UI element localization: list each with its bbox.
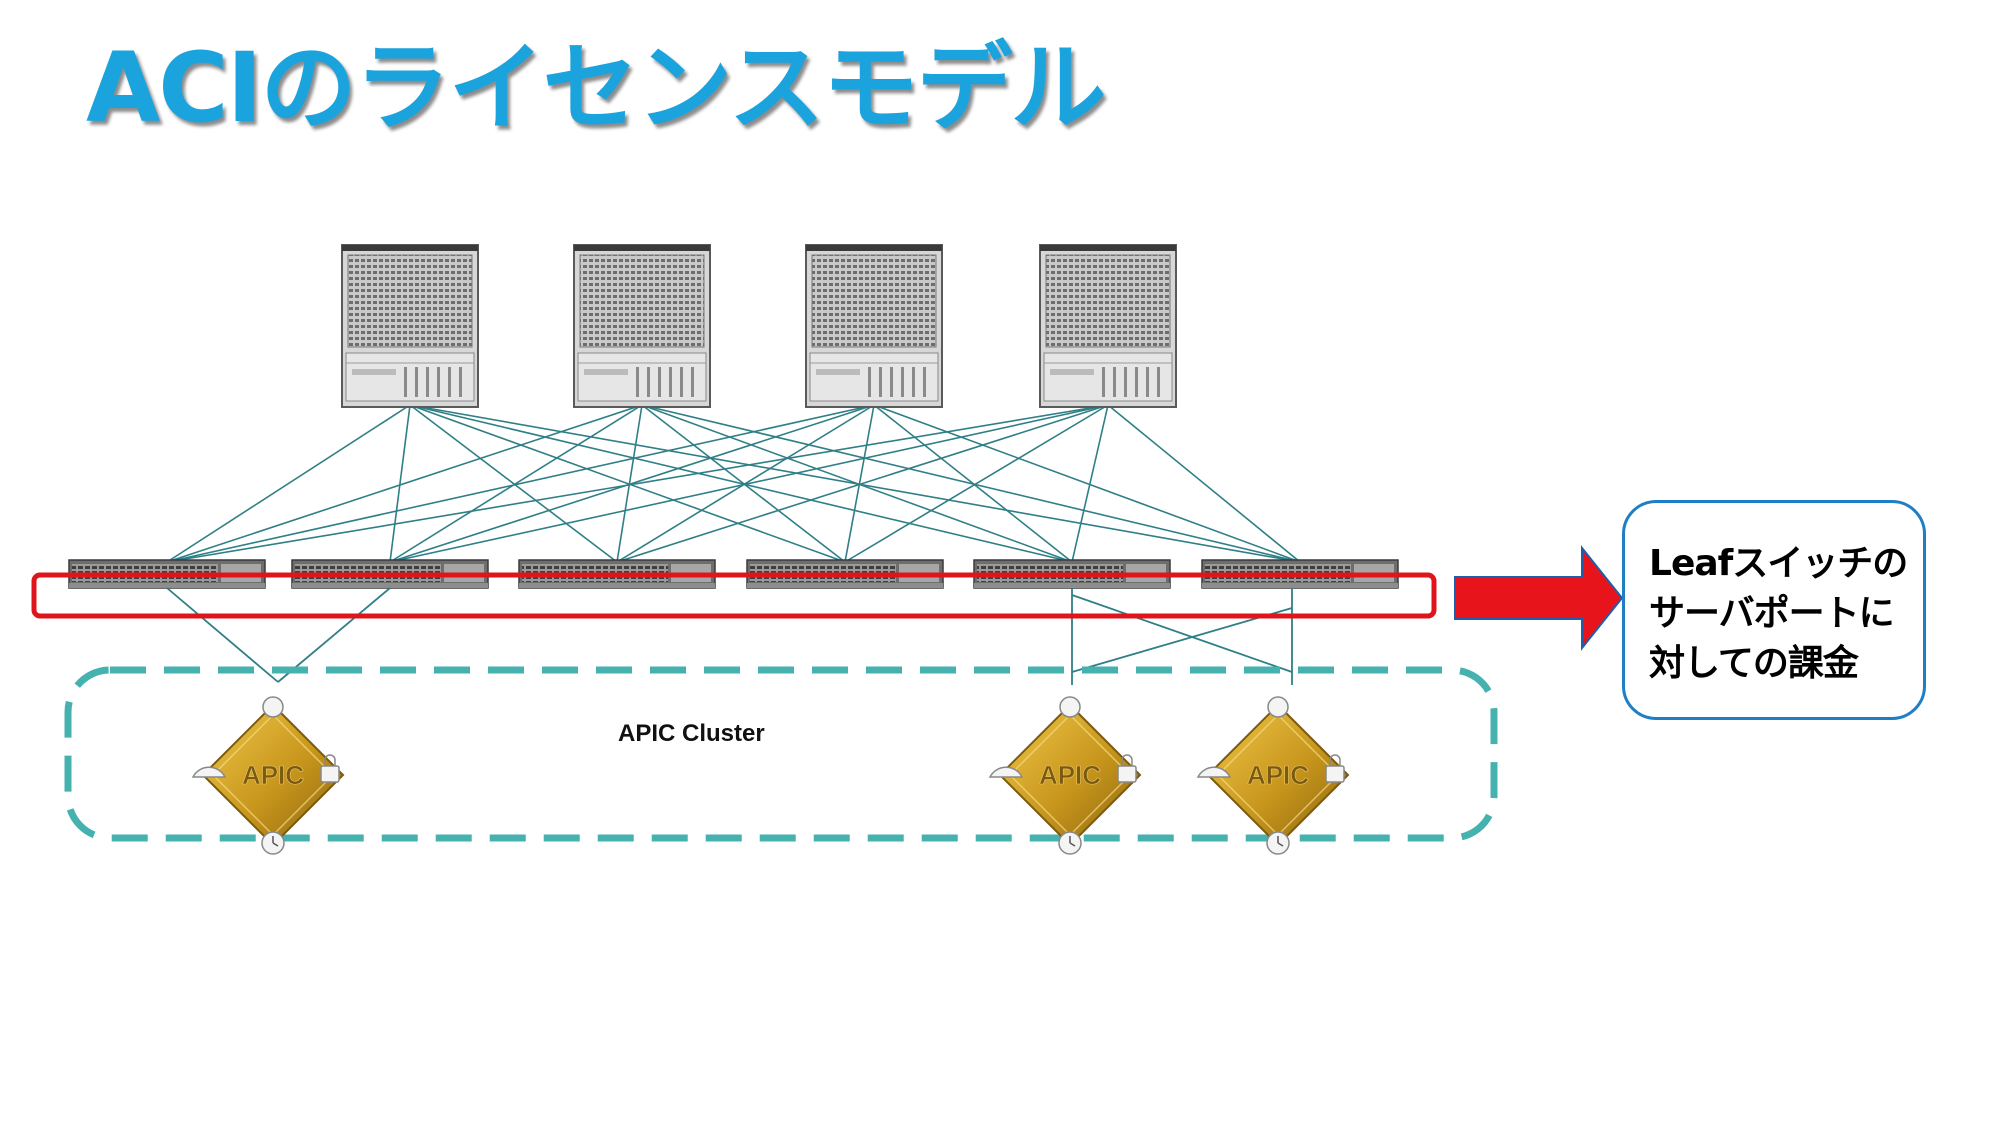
fabric-link: [641, 404, 1301, 563]
leaf-highlight-box: [31, 572, 1437, 619]
spine-switch-icon: [573, 244, 711, 408]
apic-label: APIC: [1247, 760, 1309, 790]
apic-label: APIC: [242, 760, 304, 790]
fabric-link: [873, 404, 1073, 563]
fabric-link: [616, 404, 1109, 563]
apic-controller-icon: APIC: [988, 696, 1142, 855]
fabric-link: [389, 404, 411, 563]
apic-controllers: APIC APIC APIC: [191, 696, 1350, 855]
fabric-link: [166, 404, 875, 563]
fabric-link: [1071, 404, 1109, 563]
fabric-link: [389, 404, 1109, 563]
fabric-link: [166, 404, 411, 563]
spine-leaf-links: [166, 404, 1301, 563]
apic-cluster-boundary: [64, 666, 1498, 842]
fabric-link: [409, 404, 846, 563]
leaf-apic-links: [166, 587, 1293, 685]
fabric-link: [409, 404, 1073, 563]
apic-label: APIC: [1039, 760, 1101, 790]
fabric-link: [641, 404, 1073, 563]
right-arrow-icon: [1454, 545, 1624, 651]
spine-switch-icon: [341, 244, 479, 408]
callout-line-3: 対しての課金: [1649, 643, 1859, 684]
fabric-link: [166, 404, 643, 563]
spine-switches: [341, 244, 1177, 408]
callout-line-1: Leafスイッチの: [1649, 543, 1908, 584]
fabric-link: [873, 404, 1301, 563]
apic-controller-icon: APIC: [1196, 696, 1350, 855]
apic-cluster-label: APIC Cluster: [618, 720, 765, 747]
fabric-link: [844, 404, 875, 563]
callout-line-2: サーバポートに: [1649, 593, 1895, 634]
fabric-link: [844, 404, 1109, 563]
fabric-link: [389, 404, 875, 563]
fabric-link: [409, 404, 618, 563]
spine-switch-icon: [805, 244, 943, 408]
apic-controller-icon: APIC: [191, 696, 345, 855]
license-callout: Leafスイッチの サーバポートに 対しての課金: [1622, 500, 1926, 720]
fabric-link: [641, 404, 846, 563]
spine-switch-icon: [1039, 244, 1177, 408]
fabric-link: [389, 404, 643, 563]
fabric-link: [166, 404, 1109, 563]
fabric-link: [1107, 404, 1301, 563]
page-title: ACIのライセンスモデル: [86, 32, 1107, 144]
